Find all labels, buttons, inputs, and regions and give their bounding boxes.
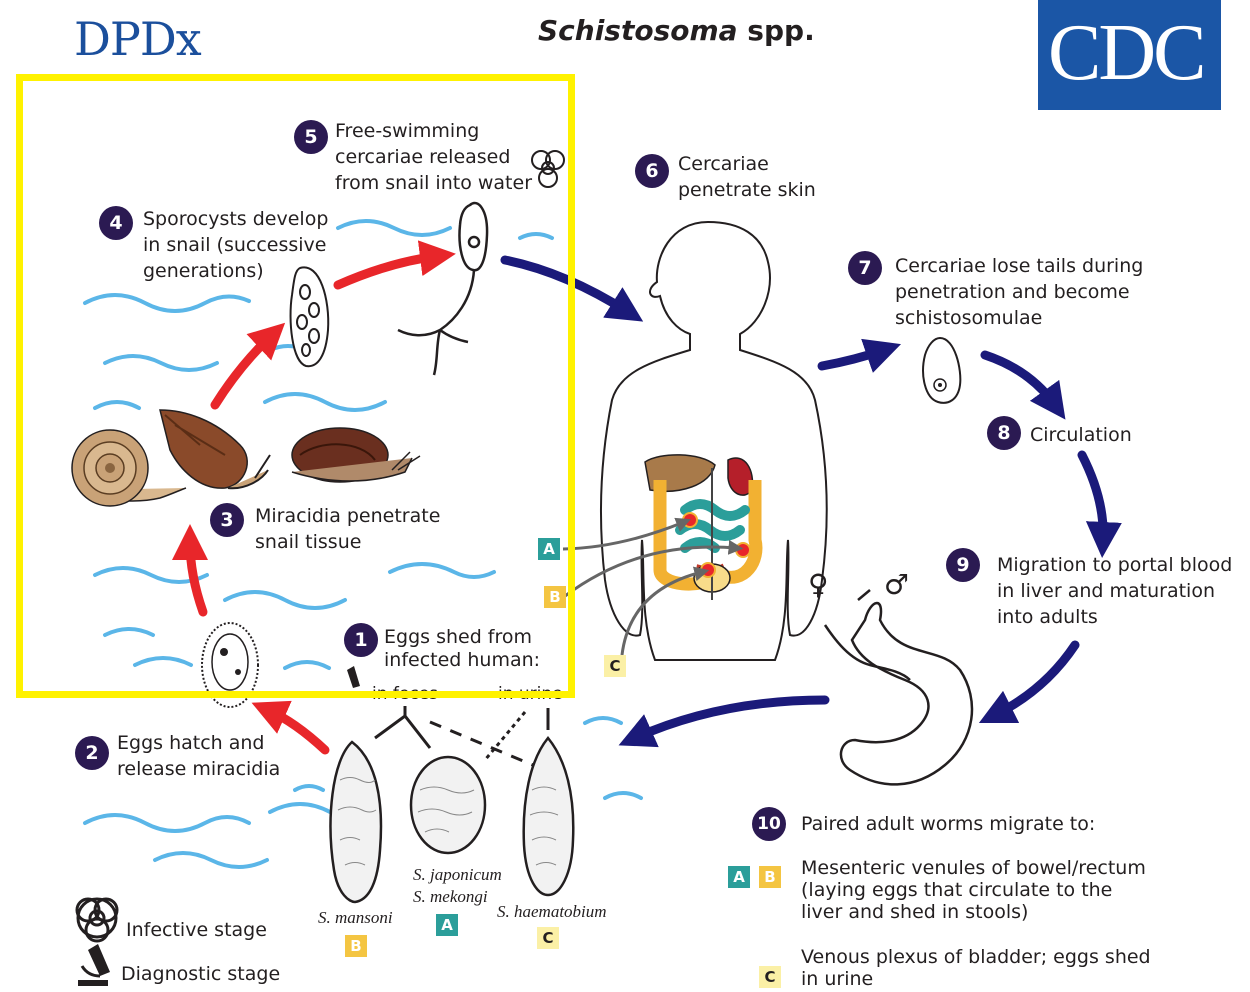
step-9-number: 9 bbox=[946, 548, 980, 582]
step-10-line-1: Paired adult worms migrate to: bbox=[801, 811, 1095, 837]
male-symbol: ♂ bbox=[884, 572, 909, 598]
egg-2-species-1: S. japonicum bbox=[413, 864, 502, 886]
egg-1-species: S. mansoni bbox=[318, 907, 393, 929]
step-6-line-2: penetrate skin bbox=[678, 177, 816, 203]
dpdx-logo: DPDx bbox=[74, 12, 201, 66]
legend-infective-label: Infective stage bbox=[126, 917, 267, 943]
step-2-line-1: Eggs hatch and bbox=[117, 730, 264, 756]
step-8-number: 8 bbox=[987, 416, 1021, 450]
step-7-line-2: penetration and become bbox=[895, 279, 1130, 305]
human-silhouette bbox=[601, 222, 827, 660]
step-10-number: 10 bbox=[752, 807, 786, 841]
legend-diagnostic-label: Diagnostic stage bbox=[121, 961, 280, 987]
cdc-logo-text: CDC bbox=[1048, 8, 1204, 99]
page-title: Schistosoma spp. bbox=[538, 14, 815, 47]
step-2-line-2: release miracidia bbox=[117, 756, 280, 782]
egg-2-species-2: S. mekongi bbox=[413, 886, 488, 908]
abdominal-organs bbox=[645, 455, 756, 600]
dest-1-badge-b: B bbox=[759, 866, 781, 888]
dest-1-badge-a: A bbox=[728, 866, 750, 888]
title-suffix: spp. bbox=[738, 14, 815, 47]
step-8-line-1: Circulation bbox=[1030, 422, 1132, 448]
step-6-number: 6 bbox=[635, 154, 669, 188]
step-9-line-3: into adults bbox=[997, 604, 1098, 630]
egg-3-badge: C bbox=[537, 927, 559, 949]
egg-1-badge: B bbox=[345, 935, 367, 957]
female-symbol: ♀ bbox=[808, 572, 829, 598]
body-badge-c: C bbox=[604, 655, 626, 677]
dest-2-line-2: in urine bbox=[801, 966, 873, 992]
schistosomulum bbox=[923, 338, 960, 403]
egg-connector-lines bbox=[375, 706, 548, 768]
step-7-line-3: schistosomulae bbox=[895, 305, 1042, 331]
dest-1-line-3: liver and shed in stools) bbox=[801, 899, 1028, 925]
dest-2-badge-c: C bbox=[759, 966, 781, 988]
step-2-number: 2 bbox=[75, 736, 109, 770]
legend-microscope-icon bbox=[78, 944, 110, 986]
title-genus: Schistosoma bbox=[538, 14, 738, 47]
adult-worm-pair bbox=[825, 590, 972, 784]
step-7-number: 7 bbox=[848, 251, 882, 285]
step-7-line-1: Cercariae lose tails during bbox=[895, 253, 1143, 279]
egg-3-species: S. haematobium bbox=[497, 901, 607, 923]
step-6-line-1: Cercariae bbox=[678, 151, 769, 177]
legend-biohazard-icon bbox=[77, 899, 117, 941]
egg-2-badge: A bbox=[436, 914, 458, 936]
cdc-logo: CDC bbox=[1038, 0, 1221, 110]
highlight-box bbox=[16, 74, 575, 698]
step-9-line-1: Migration to portal blood bbox=[997, 552, 1232, 578]
step-9-line-2: in liver and maturation bbox=[997, 578, 1215, 604]
